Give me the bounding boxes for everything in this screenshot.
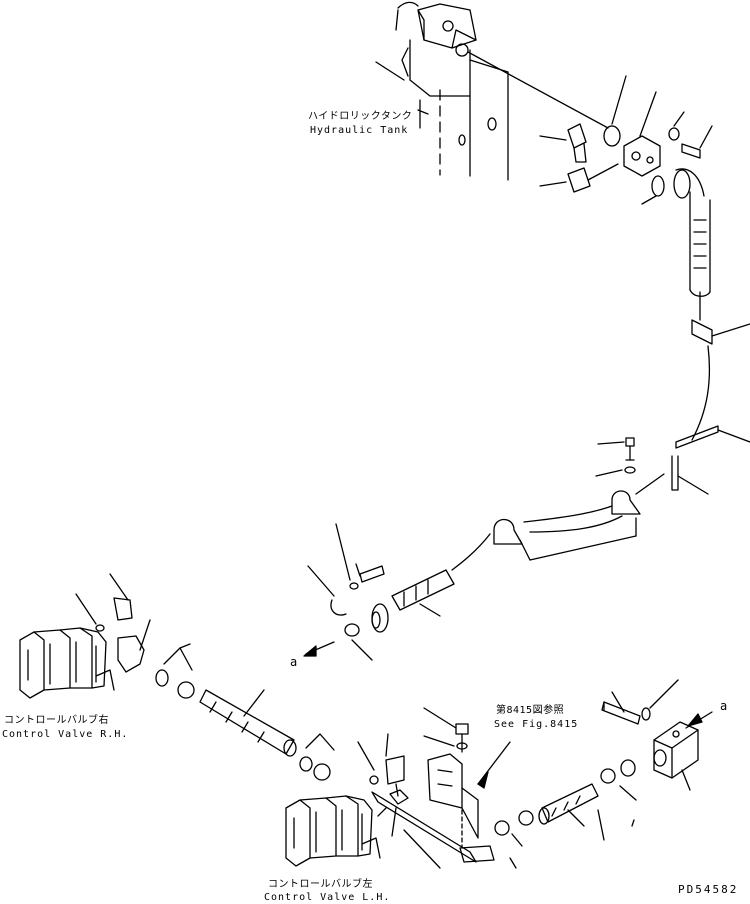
hydraulic-tank bbox=[375, 1, 509, 181]
valve-rh-fittings bbox=[75, 573, 195, 699]
leader-lines bbox=[509, 809, 635, 869]
control-valve-lh-label-en: Control Valve L.H. bbox=[264, 892, 391, 903]
control-valve-lh-label-jp: コントロールバルブ左 bbox=[268, 879, 373, 890]
center-bracket bbox=[357, 707, 511, 869]
drawing-code: PD54582 bbox=[678, 883, 739, 896]
control-valve-rh-label-jp: コントロールバルブ右 bbox=[4, 715, 109, 726]
see-fig-label-jp: 第8415図参照 bbox=[496, 705, 565, 716]
clamp-bolt-right bbox=[595, 437, 641, 515]
suction-hose bbox=[635, 168, 750, 495]
marker-a-right: a bbox=[720, 699, 728, 713]
arrow-a-left bbox=[303, 641, 335, 657]
lower-hose-left bbox=[199, 689, 335, 781]
hydraulic-tank-label-en: Hydraulic Tank bbox=[310, 125, 409, 136]
lower-right-assembly bbox=[494, 679, 713, 847]
control-valve-rh bbox=[19, 627, 115, 699]
center-flange-hose bbox=[307, 523, 455, 661]
marker-a-left: a bbox=[290, 655, 298, 669]
clamp-mid bbox=[451, 518, 523, 571]
tank-fittings bbox=[539, 75, 713, 205]
hydraulic-tank-label-jp: ハイドロリックタンク bbox=[308, 111, 413, 122]
control-valve-rh-label-en: Control Valve R.H. bbox=[2, 729, 129, 740]
see-fig-label-en: See Fig.8415 bbox=[494, 719, 579, 730]
control-valve-lh bbox=[285, 795, 381, 867]
